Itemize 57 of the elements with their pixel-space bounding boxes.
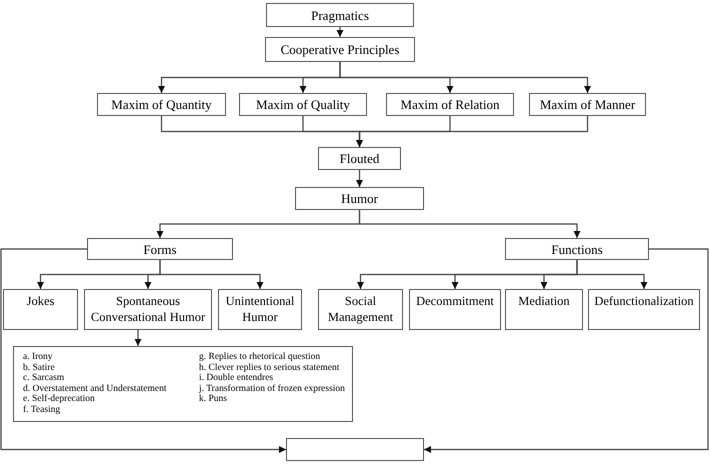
box-label: Flouted	[340, 151, 380, 166]
list-item: i. Double entendres	[199, 373, 274, 384]
box-label: Functions	[551, 242, 603, 256]
category-box	[409, 289, 501, 330]
list-item: b. Satire	[23, 362, 56, 373]
category-box	[505, 289, 583, 330]
box-label: Cooperative Principles	[280, 42, 400, 57]
box-label: Maxim of Relation	[400, 97, 500, 112]
list-item: g. Replies to rhetorical question	[199, 352, 322, 362]
box-label: Pragmatics	[311, 8, 369, 22]
box-label: Defunctionalization	[594, 293, 694, 309]
category-box	[318, 289, 403, 330]
category-box	[318, 147, 401, 170]
arrow	[356, 170, 363, 187]
category-box	[588, 289, 700, 330]
box-label: Social Management	[326, 293, 394, 325]
arrow	[356, 116, 588, 147]
list-item: j. Transformation of frozen expression	[199, 384, 346, 394]
box-label: Maxim of Manner	[540, 97, 636, 112]
category-box	[97, 93, 226, 116]
arrow	[424, 248, 709, 453]
list-item: c. Sarcasm	[23, 373, 66, 384]
box-label: Decommitment	[416, 293, 494, 309]
box-label: Spontaneous Conversational Humor	[90, 293, 206, 325]
list-item: h. Clever replies to serious statement	[199, 362, 340, 373]
category-box	[505, 238, 649, 260]
list-box	[13, 346, 353, 422]
category-box	[265, 37, 415, 62]
box-label: Maxim of Quality	[256, 97, 350, 112]
empty-box	[286, 438, 424, 461]
category-box	[87, 238, 233, 260]
category-box	[295, 187, 424, 210]
box-label: Humor	[341, 191, 378, 206]
list-item: f. Teasing	[23, 404, 62, 415]
box-label: Unintentional Humor	[224, 293, 296, 325]
arrow	[336, 27, 344, 37]
category-box	[529, 93, 646, 116]
arrow	[339, 62, 591, 93]
category-box	[3, 289, 78, 330]
arrow	[159, 260, 264, 289]
box-label: Jokes	[26, 293, 54, 309]
box-label: Mediation	[518, 293, 570, 309]
list-item: k. Puns	[199, 394, 228, 404]
box-label: Maxim of Quantity	[111, 97, 212, 112]
arrow	[576, 260, 648, 289]
category-box	[239, 93, 367, 116]
arrow	[134, 330, 142, 346]
arrow	[0, 248, 286, 453]
arrow	[358, 210, 580, 238]
category-box	[386, 93, 514, 116]
list-item: e. Self-deprecation	[23, 394, 96, 404]
box-label: Forms	[143, 242, 177, 256]
category-box	[218, 289, 302, 330]
list-item: a. Irony	[23, 352, 54, 362]
category-box	[84, 289, 212, 330]
list-item: d. Overstatement and Understatement	[23, 384, 168, 394]
category-box	[266, 3, 414, 27]
